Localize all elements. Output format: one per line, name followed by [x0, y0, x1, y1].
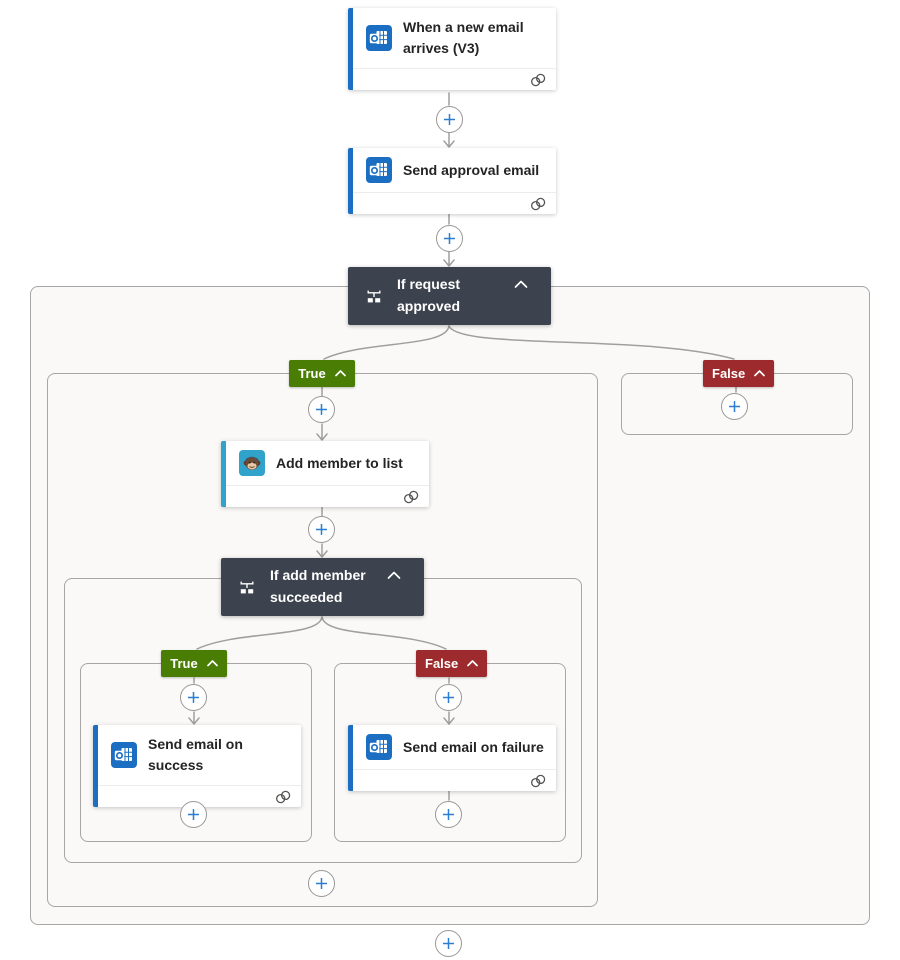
outlook-icon	[366, 157, 392, 183]
true-branch-badge[interactable]: True	[289, 360, 355, 387]
nested-true-branch-badge[interactable]: True	[161, 650, 227, 677]
action-card-title: Send approval email	[403, 161, 540, 178]
chevron-up-icon	[754, 370, 766, 377]
link-icon	[531, 197, 546, 210]
action-card-add-member-to-list[interactable]: Add member to list	[221, 441, 429, 507]
add-step-button[interactable]	[308, 516, 335, 543]
condition-card-if-add-member-succeeded[interactable]: If add member succeeded	[221, 558, 424, 616]
add-step-button[interactable]	[435, 930, 462, 957]
true-branch-label: True	[170, 656, 198, 671]
condition-card-title: If request approved	[397, 276, 461, 314]
add-step-button[interactable]	[180, 684, 207, 711]
true-branch-label: True	[298, 366, 326, 381]
trigger-card-title: When a new email arrives (V3)	[403, 19, 524, 56]
action-card-send-email-on-failure[interactable]: Send email on failure	[348, 725, 556, 791]
outlook-icon	[366, 25, 392, 51]
outlook-icon	[366, 734, 392, 760]
add-step-button[interactable]	[308, 870, 335, 897]
action-card-send-approval-email[interactable]: Send approval email	[348, 148, 556, 214]
condition-icon	[367, 290, 381, 303]
action-card-title: Add member to list	[276, 454, 403, 471]
add-step-button[interactable]	[721, 393, 748, 420]
chevron-up-icon	[467, 660, 479, 667]
chevron-up-icon[interactable]	[514, 280, 528, 289]
false-branch-label: False	[712, 366, 746, 381]
chevron-up-icon	[334, 370, 346, 377]
add-step-button[interactable]	[180, 801, 207, 828]
condition-card-title: If add member succeeded	[270, 567, 366, 605]
add-step-button[interactable]	[436, 106, 463, 133]
link-icon	[531, 774, 546, 787]
link-icon	[276, 790, 291, 803]
link-icon	[404, 490, 419, 503]
false-branch-badge[interactable]: False	[703, 360, 775, 387]
add-step-button[interactable]	[435, 801, 462, 828]
action-card-title: Send email on failure	[403, 738, 544, 755]
action-card-send-email-on-success[interactable]: Send email on success	[93, 725, 301, 807]
trigger-card-when-new-email-arrives[interactable]: When a new email arrives (V3)	[348, 8, 556, 90]
action-card-title: Send email on success	[148, 736, 243, 773]
chevron-up-icon[interactable]	[387, 571, 401, 580]
condition-card-if-request-approved[interactable]: If request approved	[348, 267, 551, 325]
condition-icon	[240, 581, 254, 594]
link-icon	[531, 73, 546, 86]
add-step-button[interactable]	[435, 684, 462, 711]
outlook-icon	[111, 742, 137, 768]
nested-false-branch-badge[interactable]: False	[416, 650, 488, 677]
false-branch-label: False	[425, 656, 459, 671]
add-step-button[interactable]	[308, 396, 335, 423]
chevron-up-icon	[206, 660, 218, 667]
mailchimp-icon	[239, 450, 265, 476]
add-step-button[interactable]	[436, 225, 463, 252]
